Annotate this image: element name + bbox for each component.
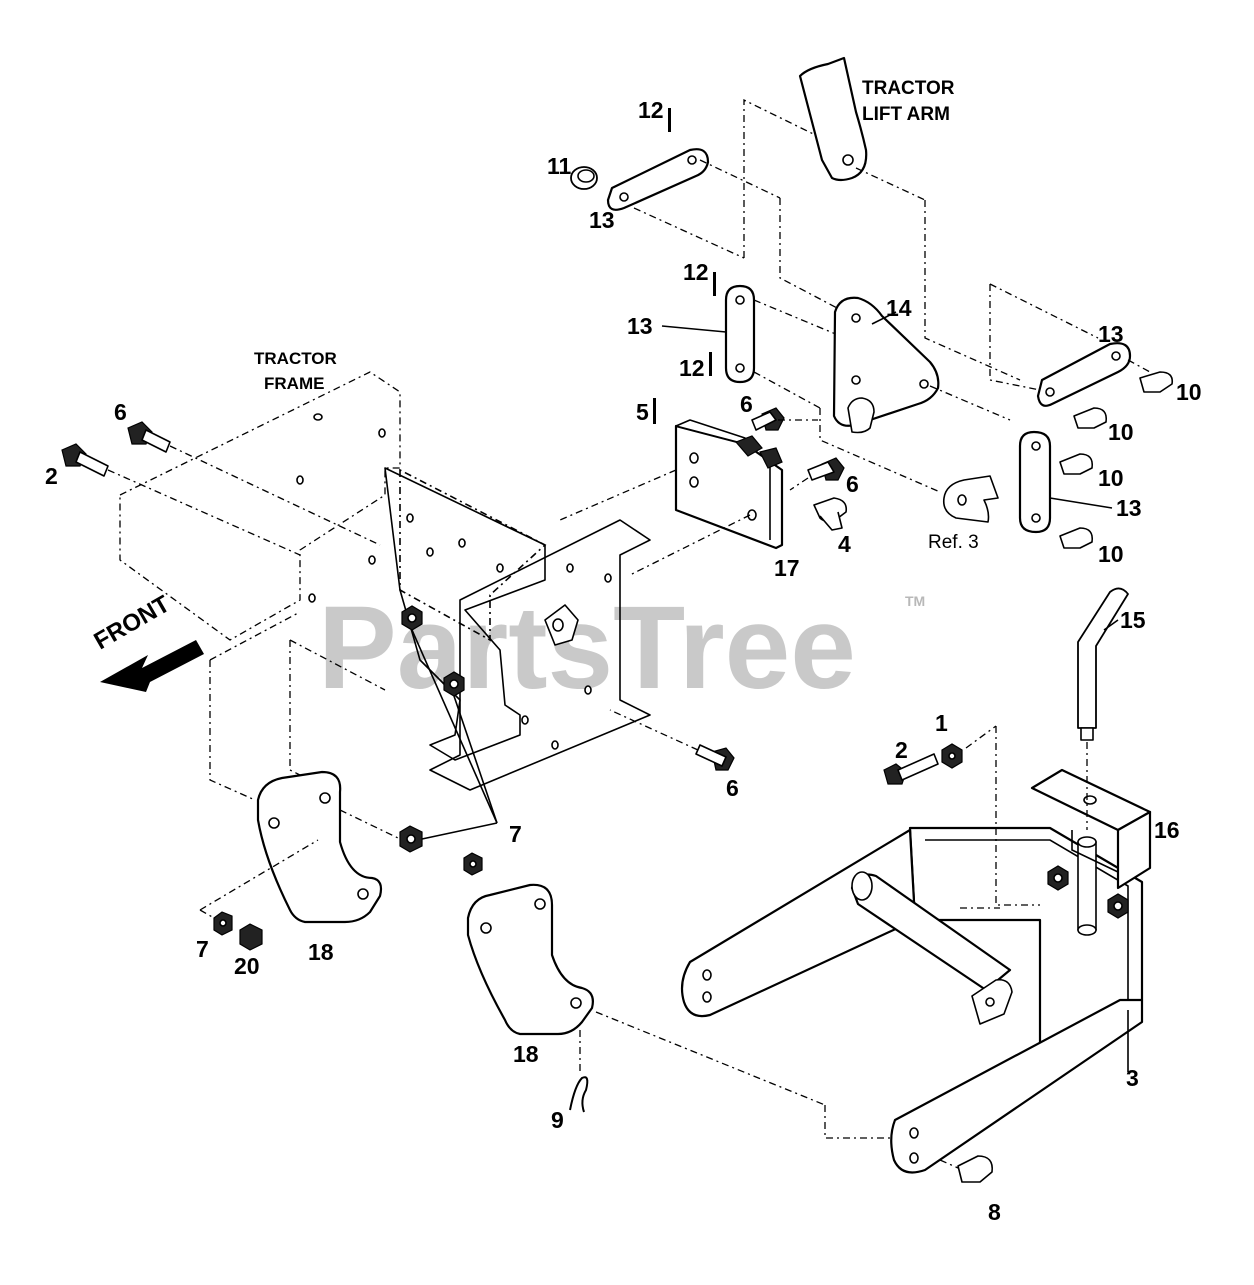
frame-nuts <box>399 605 498 876</box>
pin-12-mid <box>713 272 716 296</box>
plate-17 <box>559 419 784 576</box>
label-tractor-lift-arm-1: TRACTOR <box>862 78 955 99</box>
label-ref-3: Ref. 3 <box>928 532 979 553</box>
callout-13: 13 <box>1116 495 1142 521</box>
callout-12: 12 <box>683 259 709 285</box>
pin-12-top <box>668 108 671 132</box>
pins-10 <box>1059 371 1174 549</box>
callout-9: 9 <box>551 1107 564 1133</box>
pin-8 <box>939 1155 994 1183</box>
bracket-18-left <box>199 770 399 924</box>
callout-3: 3 <box>1126 1065 1139 1091</box>
callout-16: 16 <box>1154 817 1180 843</box>
callout-18: 18 <box>513 1041 539 1067</box>
callout-10: 10 <box>1176 379 1202 405</box>
callout-10: 10 <box>1098 541 1124 567</box>
callout-18: 18 <box>308 939 334 965</box>
callout-2: 2 <box>45 463 58 489</box>
callout-13: 13 <box>589 207 615 233</box>
callout-12: 12 <box>679 355 705 381</box>
front-label: FRONT <box>90 590 175 655</box>
bracket-18-right <box>466 883 892 1139</box>
callout-12: 12 <box>638 97 664 123</box>
link-13-mid <box>661 284 941 493</box>
callout-6: 6 <box>114 399 127 425</box>
callout-10: 10 <box>1098 465 1124 491</box>
pin-5 <box>653 398 656 424</box>
callout-4: 4 <box>838 531 851 557</box>
nut-7-20 <box>199 909 263 951</box>
watermark-tm: TM <box>905 593 925 609</box>
link-13-right-lower <box>1018 430 1113 534</box>
tractor-lift-arm <box>798 56 1021 381</box>
front-arrow: FRONT <box>90 590 204 692</box>
pin-12-low <box>709 352 712 376</box>
callout-1: 1 <box>935 710 948 736</box>
ref-3-bracket <box>942 475 999 523</box>
callout-6: 6 <box>846 471 859 497</box>
callout-2: 2 <box>895 737 908 763</box>
callout-7: 7 <box>509 821 522 847</box>
callout-10: 10 <box>1108 419 1134 445</box>
label-tractor-lift-arm-2: LIFT ARM <box>862 104 950 125</box>
callout-11: 11 <box>547 153 572 179</box>
pin-15 <box>1077 587 1129 830</box>
callout-6: 6 <box>740 391 753 417</box>
bellcrank-14 <box>832 296 1011 434</box>
bolts-4-6 <box>751 407 848 531</box>
callout-7: 7 <box>196 936 209 962</box>
callout-20: 20 <box>234 953 260 979</box>
label-tractor-frame-1: TRACTOR <box>254 349 337 368</box>
bracket-16 <box>1030 768 1152 890</box>
callout-6: 6 <box>726 775 739 801</box>
link-13-right-upper <box>989 283 1151 407</box>
callout-13: 13 <box>627 313 653 339</box>
callout-15: 15 <box>1120 607 1146 633</box>
callout-14: 14 <box>886 295 912 321</box>
callout-5: 5 <box>636 399 649 425</box>
callout-17: 17 <box>774 555 800 581</box>
hairpin-9 <box>569 1076 589 1113</box>
washer-11 <box>570 166 598 190</box>
tractor-frame <box>119 371 651 801</box>
label-tractor-frame-2: FRAME <box>264 374 324 393</box>
link-13-top <box>606 98 861 321</box>
hitch-frame-3 <box>680 726 1144 1174</box>
callout-13: 13 <box>1098 321 1124 347</box>
frame-bolts <box>61 421 735 771</box>
bolt-2-nut-1 <box>883 725 997 785</box>
callout-8: 8 <box>988 1199 1001 1225</box>
